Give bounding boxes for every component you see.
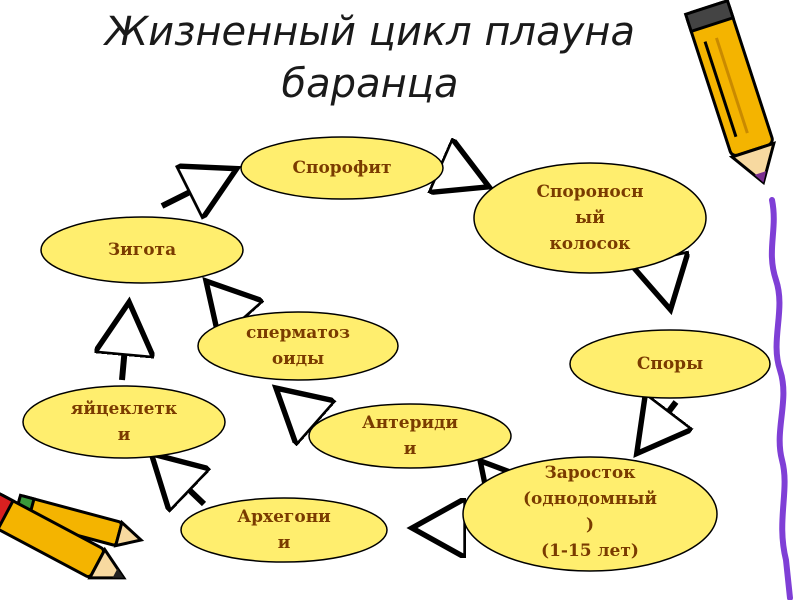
node-spores <box>569 329 771 399</box>
title-line-2: баранца <box>281 61 459 107</box>
page-title: Жизненный цикл плауна баранца <box>90 6 650 110</box>
label-archegonia: Архегони и <box>237 507 331 553</box>
node-spermatozoids <box>197 311 399 381</box>
pencils-icon <box>0 491 145 580</box>
edge-sporophyte-to-spike <box>446 168 478 182</box>
label-sporophyte: Спорофит <box>292 158 392 178</box>
label-sporangial-spike: Спороносн ый колосок <box>536 182 644 254</box>
edge-zygote-to-sporophyte <box>160 174 226 206</box>
node-zygote <box>40 216 244 284</box>
node-prothallus <box>462 456 718 572</box>
squiggle-line-icon <box>768 197 793 600</box>
title-line-1: Жизненный цикл плауна <box>105 9 635 55</box>
pencil-icon <box>683 0 777 186</box>
edge-archegonia-to-eggs <box>160 462 204 504</box>
node-antheridia <box>308 403 512 469</box>
node-sporophyte <box>240 136 444 200</box>
label-spores: Споры <box>636 354 704 374</box>
label-prothallus: Заросток (однодомный ) (1-15 лет) <box>522 463 658 561</box>
label-spermatozoids: сперматоз оиды <box>245 323 350 369</box>
label-egg-cells: яйцеклетк и <box>70 399 178 445</box>
node-egg-cells <box>22 385 226 459</box>
edge-antheridia-to-spermatozoids <box>285 396 310 418</box>
edge-eggs-to-zygote <box>122 314 128 381</box>
node-archegonia <box>180 497 388 563</box>
label-antheridia: Антериди и <box>361 413 459 459</box>
label-zygote: Зигота <box>107 240 177 260</box>
edge-spores-to-prothallus <box>644 402 676 444</box>
edge-spike-to-spores <box>662 270 668 298</box>
edges <box>122 168 676 528</box>
node-sporangial-spike <box>473 162 707 274</box>
